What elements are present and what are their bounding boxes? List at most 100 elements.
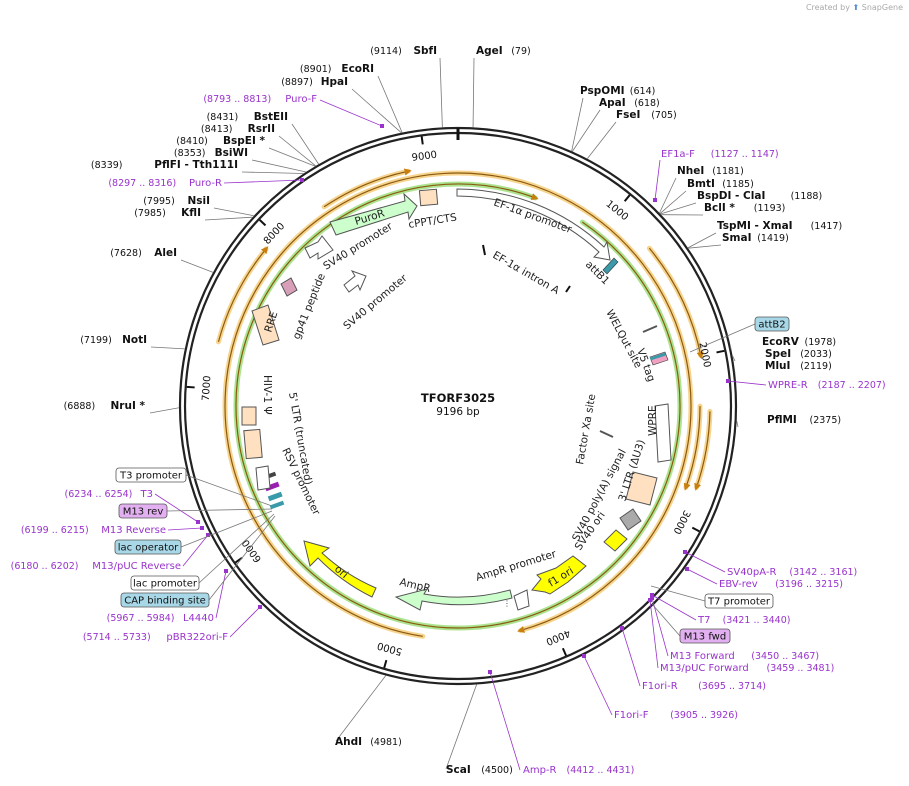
site-pos-apai: (618) xyxy=(634,98,660,109)
site-pos-ecori: (8901) xyxy=(300,64,332,75)
orf-arc-right-2 xyxy=(683,406,701,491)
orf-arc-right-1-glow xyxy=(646,245,704,359)
attb1-shape xyxy=(602,257,619,275)
site-pos-bspdi: (1188) xyxy=(791,191,823,202)
hiv-psi-label: HIV-1 Ψ xyxy=(261,375,273,415)
box-leader-lac-operator xyxy=(180,510,273,548)
primer-leader-puro-f xyxy=(319,99,383,127)
primer-pos-puro-f: (8793 .. 8813) xyxy=(203,94,271,105)
ltr-small-2 xyxy=(264,481,280,492)
tick-mark-6000 xyxy=(234,557,243,564)
leader-hpai xyxy=(351,88,402,134)
box-label-cap-binding-site: CAP binding site xyxy=(124,596,206,607)
box-m13-rev xyxy=(118,503,168,519)
site-pflmi: PflMI xyxy=(767,414,797,426)
leader-rsrii xyxy=(278,135,317,167)
primer-leader-amp-r xyxy=(489,671,521,771)
primer-pos-t7: (3421 .. 3440) xyxy=(723,615,791,626)
leader-bspdi xyxy=(660,202,697,215)
primer-pos-m13puc-forward: (3459 .. 3481) xyxy=(767,663,835,674)
primer-m13-reverse: M13 Reverse xyxy=(101,525,166,536)
gp41-shape xyxy=(280,277,298,297)
tick-label-7000: 7000 xyxy=(201,375,214,401)
primer-pos-amp-r: (4412 .. 4431) xyxy=(567,765,635,776)
site-pos-agei: (79) xyxy=(511,46,531,57)
primer-leader-pbr322ori-f xyxy=(229,606,261,638)
site-pos-kfli: (7985) xyxy=(134,208,166,219)
primer-leader-wpre-r xyxy=(727,380,767,386)
primer-mark-ef1a-f xyxy=(653,198,657,202)
leader-bspei xyxy=(268,147,316,167)
primer-pos-m13puc-reverse: (6180 .. 6202) xyxy=(11,561,79,572)
leader-ahdi xyxy=(335,675,387,742)
primer-pos-ebv-rev: (3196 .. 3215) xyxy=(775,579,843,590)
site-pos-noti: (7199) xyxy=(80,335,112,346)
primer-wpre-r: WPRE-R xyxy=(768,380,808,391)
wpre-label: WPRE xyxy=(647,405,659,436)
site-bsteii: BstEII xyxy=(254,111,288,123)
tick-label-5000: 5000 xyxy=(376,639,403,656)
primer-mark-puro-r xyxy=(300,178,304,182)
primer-mark-t3 xyxy=(196,520,200,524)
primer-pos-sv40pa-r: (3142 .. 3161) xyxy=(789,567,857,578)
primer-t3: T3 xyxy=(140,489,153,500)
primer-pos-t3: (6234 .. 6254) xyxy=(65,489,133,500)
sv40-ori-shape xyxy=(603,529,628,552)
primer-ef1a-f: EF1a-F xyxy=(661,149,695,160)
primer-sv40pa-r: SV40pA-R xyxy=(727,567,776,578)
site-pos-hpai: (8897) xyxy=(281,77,313,88)
site-pos-bmti: (1185) xyxy=(722,179,754,190)
primer-pos-f1ori-f: (3905 .. 3926) xyxy=(670,710,738,721)
ef1a-intron-start xyxy=(482,244,486,256)
site-ahdi: AhdI xyxy=(335,736,362,748)
leader-noti xyxy=(150,346,185,350)
leader-ecori xyxy=(377,75,403,133)
primer-mark-ebv-rev xyxy=(685,567,689,571)
site-pos-fsei: (705) xyxy=(651,110,677,121)
site-pos-bspei: (8410) xyxy=(176,136,208,147)
box-label-t3-promoter: T3 promoter xyxy=(119,471,183,482)
box-leader-m13-rev xyxy=(166,508,273,512)
site-pos-rsrii: (8413) xyxy=(201,124,233,135)
site-kfli: KflI xyxy=(181,207,201,219)
orf-arcs xyxy=(215,168,713,639)
orf-arc-left xyxy=(217,246,269,342)
hiv-psi-shape xyxy=(241,406,257,426)
site-bsiwi: BsiWI xyxy=(215,147,248,159)
site-tspmi: TspMI - XmaI xyxy=(717,220,793,232)
site-scai: ScaI xyxy=(446,764,471,776)
box-label-m13-fwd: M13 fwd xyxy=(684,632,726,643)
box-label-m13-rev: M13 rev xyxy=(123,507,164,518)
site-pos-alei: (7628) xyxy=(110,248,142,259)
leader-ecorv xyxy=(729,345,732,350)
snapgene-logo-icon: ⬆ xyxy=(852,3,860,12)
primer-m13-forward: M13 Forward xyxy=(670,651,735,662)
primer-leader-m13-forward xyxy=(651,597,669,657)
primer-leader-f1ori-r xyxy=(621,627,641,687)
puror-shape xyxy=(329,192,418,236)
site-ecorv: EcoRV xyxy=(762,336,800,348)
site-noti: NotI xyxy=(122,334,147,346)
site-pos-pflfi: (8339) xyxy=(91,160,123,171)
factor-xa-mark xyxy=(599,430,614,438)
primer-t7: T7 xyxy=(697,615,710,626)
site-pos-pflmi: (2375) xyxy=(810,415,842,426)
primer-pos-m13-forward: (3450 .. 3467) xyxy=(751,651,819,662)
gp41-label: gp41 peptide xyxy=(291,272,328,341)
snapgene-credit: Created by ⬆ SnapGene xyxy=(806,3,903,12)
primer-amp-r: Amp-R xyxy=(523,765,557,776)
sv40-promoter-1-shape xyxy=(304,235,334,260)
primer-f1ori-r: F1ori-R xyxy=(642,681,678,692)
site-spei: SpeI xyxy=(765,348,791,360)
tick-mark-8000 xyxy=(258,219,267,227)
primer-leader-sv40pa-r xyxy=(684,551,726,573)
primer-mark-sv40pa-r xyxy=(683,550,687,554)
site-leader-lines xyxy=(149,57,767,771)
site-pflfi: PflFI - Tth111I xyxy=(154,159,238,171)
primer-pos-m13-reverse: (6199 .. 6215) xyxy=(21,525,89,536)
primer-leader-t3 xyxy=(154,493,199,523)
tick-label-1000: 1000 xyxy=(603,199,630,224)
leader-agei xyxy=(472,57,475,128)
primer-leader-ef1a-f xyxy=(654,159,661,201)
